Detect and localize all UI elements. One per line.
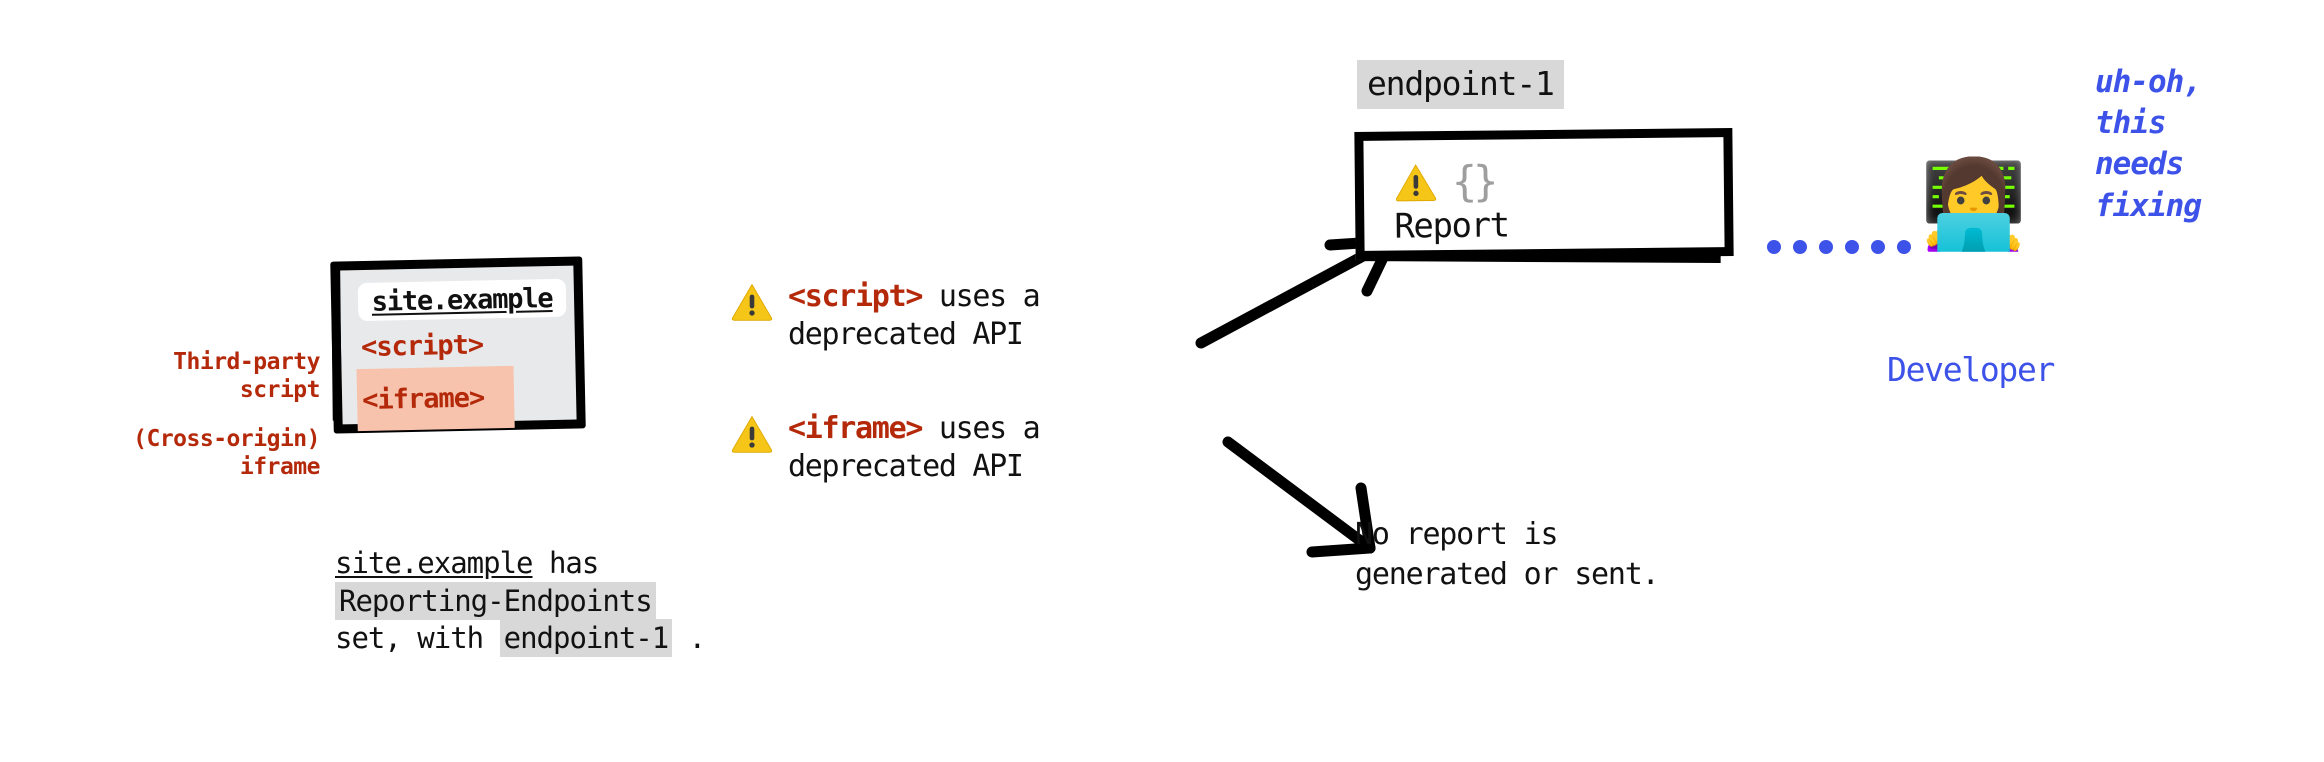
developer-avatar-icon: 👩‍💻 bbox=[1920, 155, 2028, 255]
warning-rest-script: uses a bbox=[922, 279, 1041, 314]
developer-quote: uh-oh, this needs fixing bbox=[2095, 64, 2202, 224]
warning-triangle-icon bbox=[731, 415, 773, 453]
dotted-connector bbox=[1767, 240, 1911, 254]
warning-line2-script: deprecated API bbox=[788, 317, 1024, 353]
report-label: Report bbox=[1394, 205, 1509, 247]
report-box: {} Report bbox=[1354, 128, 1734, 260]
connector-dot bbox=[1897, 240, 1911, 254]
browser-url-bar[interactable]: site.example bbox=[357, 278, 567, 322]
caption-header-chip: Reporting-Endpoints bbox=[335, 581, 656, 620]
warning-rest-iframe: uses a bbox=[922, 411, 1041, 446]
code-iframe-tag: <iframe> bbox=[361, 381, 485, 416]
browser-caption: site.example has Reporting-Endpoints set… bbox=[335, 545, 895, 658]
caption-has: has bbox=[532, 546, 599, 580]
report-content: {} Report bbox=[1394, 156, 1509, 247]
browser-window: site.example <script> <iframe> bbox=[330, 256, 586, 434]
warning-triangle-icon bbox=[1395, 164, 1437, 202]
warning-triangle-icon bbox=[731, 283, 773, 321]
warning-row-script: <script> uses a deprecated API bbox=[730, 278, 1041, 355]
caption-site: site.example bbox=[335, 546, 534, 580]
developer-label: Developer bbox=[1887, 350, 2055, 389]
caption-period: . bbox=[672, 621, 706, 656]
label-cross-origin-iframe: (Cross-origin) iframe bbox=[133, 426, 320, 481]
connector-dot bbox=[1793, 240, 1807, 254]
code-script-tag: <script> bbox=[360, 329, 484, 364]
browser-frame: site.example <script> <iframe> bbox=[330, 256, 586, 434]
caption-endpoint-chip: endpoint-1 bbox=[499, 619, 673, 658]
caption-set-with: set, with bbox=[335, 621, 500, 656]
endpoint-label-chip: endpoint-1 bbox=[1357, 60, 1564, 109]
connector-dot bbox=[1767, 240, 1781, 254]
warning-row-iframe: <iframe> uses a deprecated API bbox=[730, 410, 1041, 487]
connector-dot bbox=[1845, 240, 1859, 254]
iframe-highlight-box: <iframe> bbox=[356, 365, 515, 432]
warning-tag-iframe: <iframe> bbox=[788, 411, 923, 446]
connector-dot bbox=[1819, 240, 1833, 254]
warning-text-script: <script> uses a deprecated API bbox=[788, 278, 1041, 355]
label-third-party-script: Third-party script bbox=[173, 349, 320, 404]
json-braces-icon: {} bbox=[1451, 156, 1495, 206]
no-report-text: No report is generated or sent. bbox=[1355, 517, 1660, 592]
warning-tag-script: <script> bbox=[788, 279, 923, 314]
browser-url-text: site.example bbox=[371, 282, 553, 318]
warning-line2-iframe: deprecated API bbox=[788, 449, 1024, 485]
connector-dot bbox=[1871, 240, 1885, 254]
report-icon-row: {} bbox=[1394, 156, 1509, 206]
warning-text-iframe: <iframe> uses a deprecated API bbox=[788, 410, 1041, 487]
